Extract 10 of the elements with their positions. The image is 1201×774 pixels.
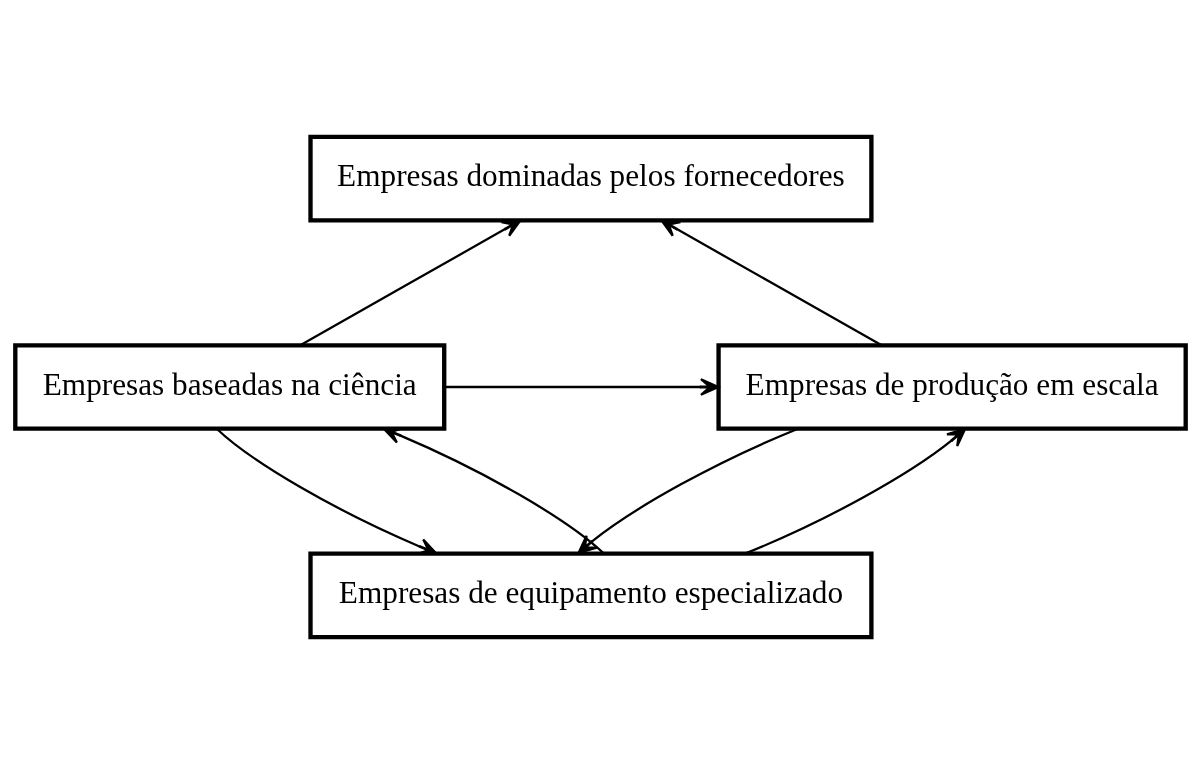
node-box: Empresas dominadas pelos fornecedores: [308, 134, 874, 223]
arrow: [660, 219, 882, 346]
node-box: Empresas de equipamento especializado: [308, 551, 874, 640]
arrow: [300, 219, 522, 346]
arrow: [444, 378, 720, 396]
arrow: [382, 427, 605, 554]
node-box: Empresas de produção em escala: [716, 343, 1188, 431]
arrow: [745, 427, 967, 555]
node-box: Empresas baseadas na ciência: [13, 343, 447, 431]
arrow: [577, 427, 799, 555]
